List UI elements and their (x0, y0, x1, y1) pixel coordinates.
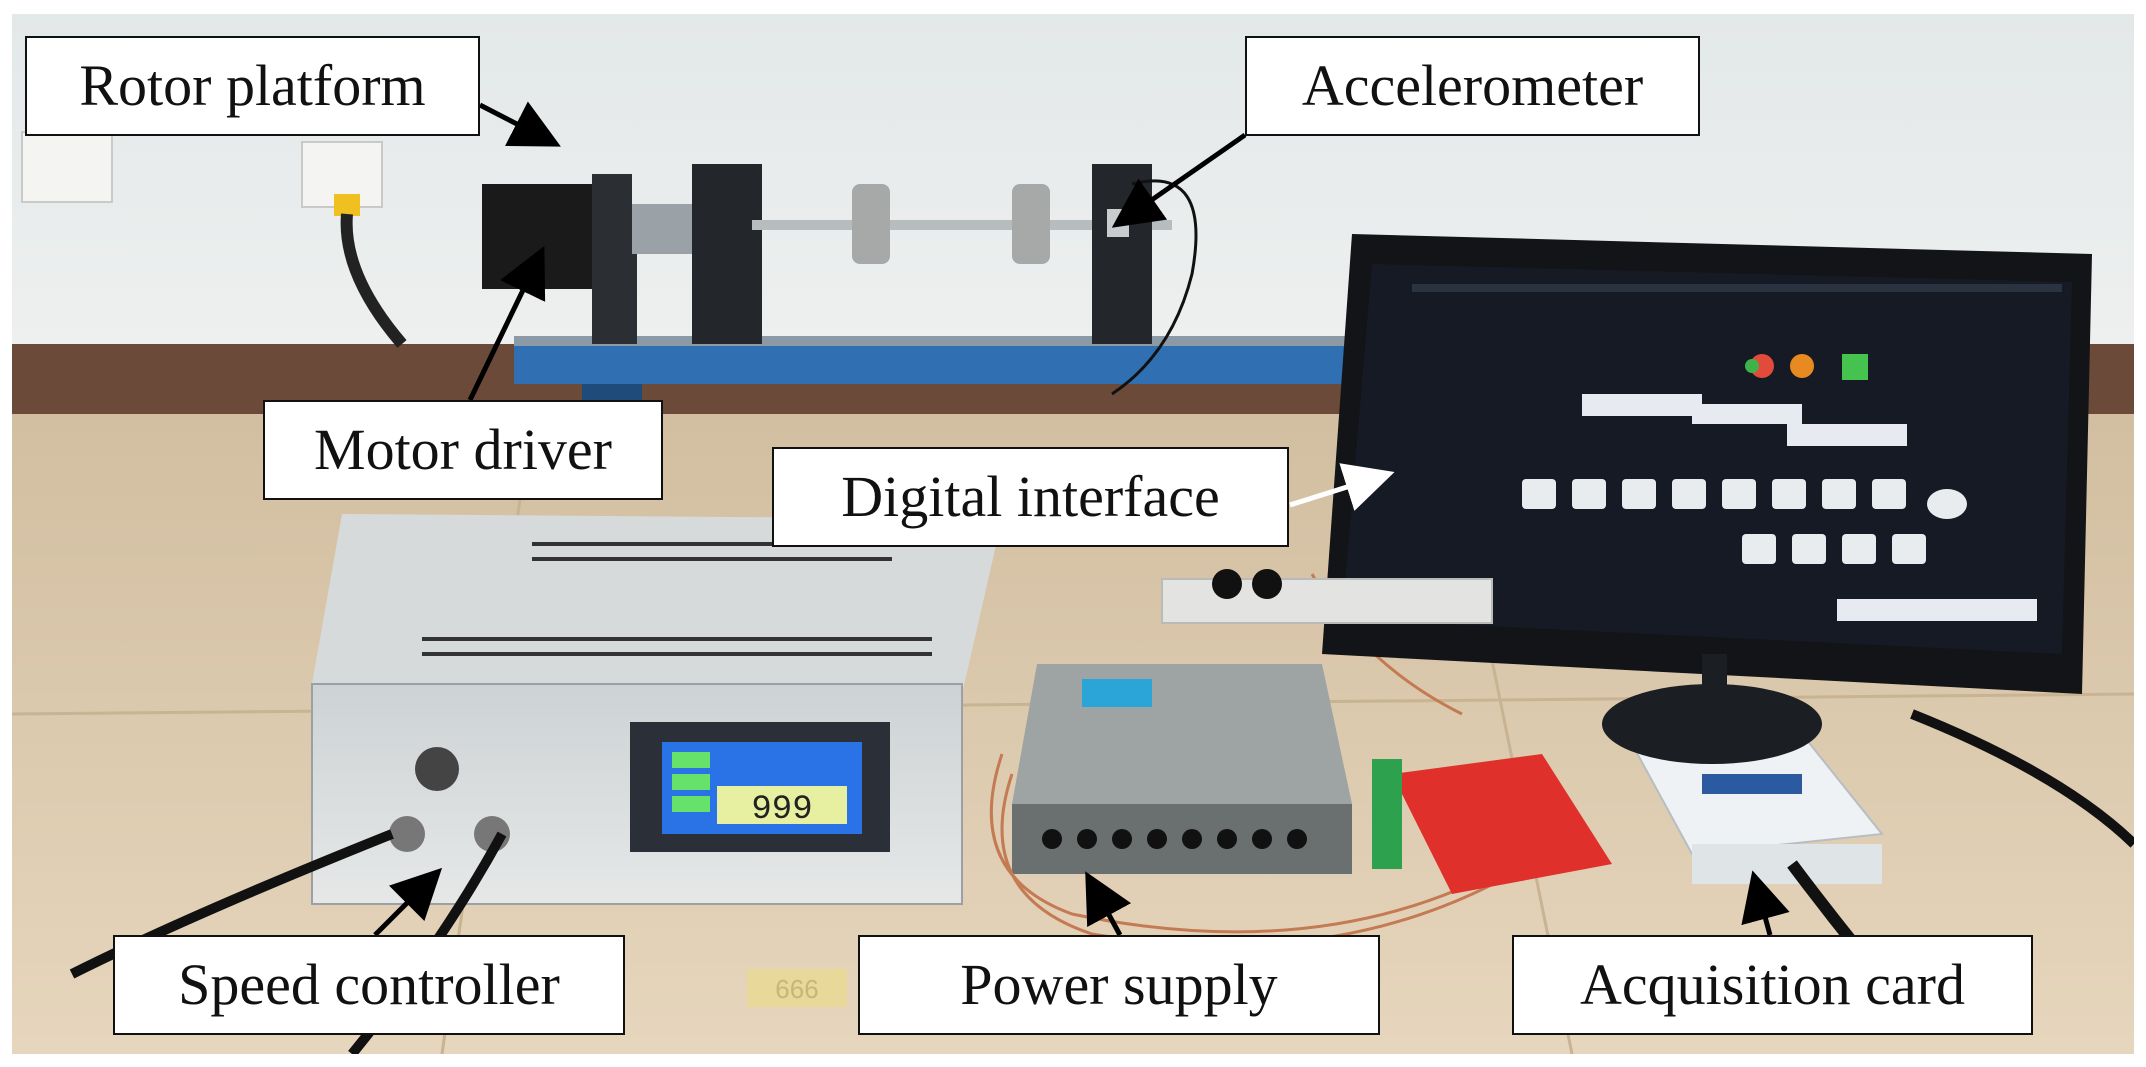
cardboard-note (747, 969, 847, 1007)
display-value: 999 (751, 791, 812, 829)
cardboard-note-text: 666 (775, 974, 818, 1004)
rotor-shaft (752, 220, 1172, 230)
power-strip (1161, 578, 1493, 624)
wall-socket (21, 131, 113, 203)
rotor-disc (1012, 184, 1050, 264)
label-speed-controller: Speed controller (113, 935, 625, 1035)
label-rotor-platform: Rotor platform (25, 36, 480, 136)
screen-buttons (1522, 479, 1967, 564)
rotor-disc (852, 184, 890, 264)
motor (482, 184, 597, 289)
accelerometer-sensor (1107, 209, 1129, 237)
bearing-block (692, 164, 762, 344)
label-digital-interface: Digital interface (772, 447, 1289, 547)
label-acquisition-card: Acquisition card (1512, 935, 2033, 1035)
power-supply-top (1012, 664, 1352, 804)
speed-knob (415, 747, 459, 791)
label-power-supply: Power supply (858, 935, 1380, 1035)
screen-widgets (1582, 354, 1907, 446)
monitor-stand (1602, 684, 1822, 764)
label-motor-driver: Motor driver (263, 400, 663, 500)
monitor-screen (1342, 264, 2072, 654)
power-cable (340, 213, 407, 348)
label-accelerometer: Accelerometer (1245, 36, 1700, 136)
breakout-board (1392, 754, 1612, 894)
bearing-block (1092, 164, 1152, 344)
rotor-rail (514, 344, 1354, 384)
